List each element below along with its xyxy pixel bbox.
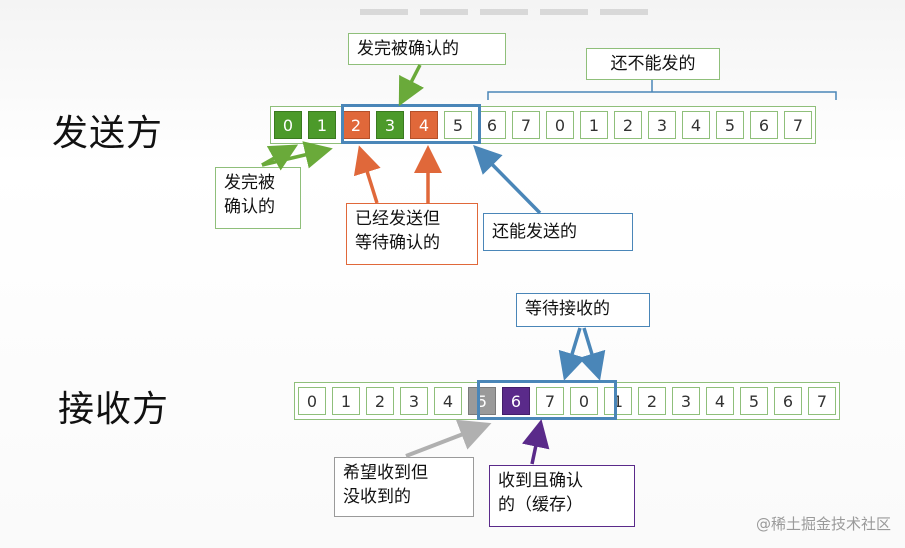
receiver-cell-10: 2 [638,387,666,415]
receiver-cell-8: 0 [570,387,598,415]
arrow-acked-left-2 [261,141,333,169]
sender-cell-8: 0 [546,111,574,139]
receiver-cell-2: 2 [366,387,394,415]
arrow-acked-top [398,64,425,107]
receiver-cell-1: 1 [332,387,360,415]
callout-acked-left: 发完被 确认的 [215,167,301,229]
receiver-cell-9: 1 [604,387,632,415]
callout-acked-top: 发完被确认的 [348,33,506,65]
sender-cell-0: 0 [274,111,302,139]
sender-cell-11: 3 [648,111,676,139]
callout-can-send: 还能发送的 [483,213,633,251]
sender-cell-13: 5 [716,111,744,139]
receiver-window-frame [477,380,617,420]
sender-cell-1: 1 [308,111,336,139]
sender-cell-6: 6 [478,111,506,139]
arrow-sent-waiting-1 [353,145,381,204]
receiver-cell-14: 6 [774,387,802,415]
receiver-cell-11: 3 [672,387,700,415]
sender-cell-4: 4 [410,111,438,139]
sender-cell-9: 1 [580,111,608,139]
sender-cell-12: 4 [682,111,710,139]
receiver-cell-6: 6 [502,387,530,415]
callout-expect-receive: 希望收到但 没收到的 [334,457,474,517]
arrow-can-send [473,145,542,215]
callout-waiting-receive: 等待接收的 [516,293,650,327]
receiver-cell-12: 4 [706,387,734,415]
sender-cell-14: 6 [750,111,778,139]
receiver-cell-15: 7 [808,387,836,415]
receiver-cell-7: 7 [536,387,564,415]
sender-cell-5: 5 [444,111,472,139]
receiver-cell-13: 5 [740,387,768,415]
callout-received-buffered: 收到且确认 的（缓存） [489,465,635,527]
sender-cell-2: 2 [342,111,370,139]
receiver-cell-3: 3 [400,387,428,415]
callout-sent-waiting: 已经发送但 等待确认的 [346,203,478,265]
sender-cell-15: 7 [784,111,812,139]
watermark: @稀土掘金技术社区 [755,515,891,533]
arrow-received-buffered [521,419,550,465]
sender-label: 发送方 [52,113,164,154]
sender-cell-7: 7 [512,111,540,139]
sender-cell-10: 2 [614,111,642,139]
top-decoration [360,0,720,15]
arrow-waiting-receive-2 [578,327,606,381]
sender-cell-3: 3 [376,111,404,139]
receiver-label: 接收方 [58,389,170,430]
arrow-waiting-receive-1 [558,327,586,381]
bracket-cannot-send [487,91,837,100]
receiver-cell-4: 4 [434,387,462,415]
receiver-cell-0: 0 [298,387,326,415]
callout-cannot-send: 还不能发的 [586,48,720,80]
receiver-cell-5: 5 [468,387,496,415]
arrow-expect-receive [405,419,492,458]
